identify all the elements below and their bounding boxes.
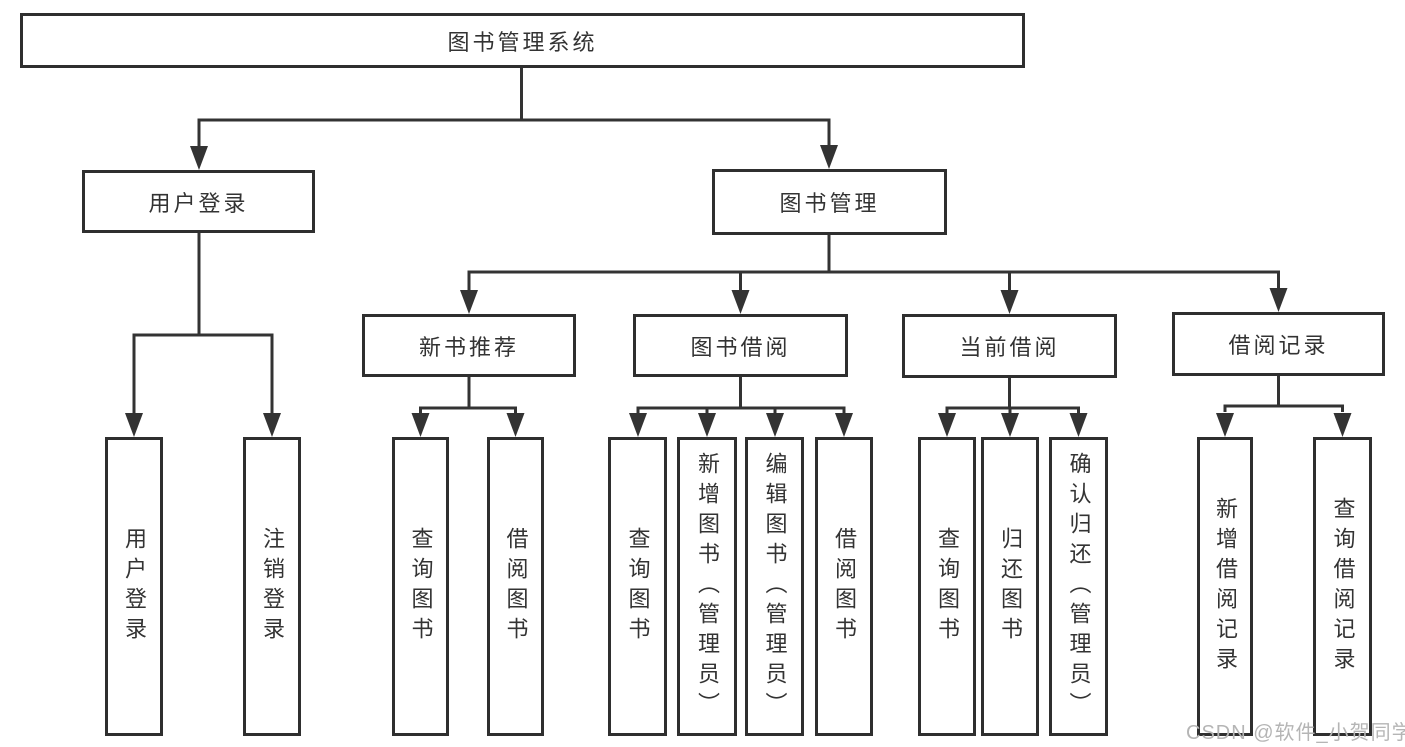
leaf-add-borrow-record: 新增借阅记录 [1197,437,1253,736]
node-label: 查询图书 [625,526,651,647]
node-book-management-system: 图书管理系统 [20,13,1025,68]
leaf-query-books-recommend: 查询图书 [392,437,449,736]
node-label: 编辑图书（管理员） [762,451,788,722]
arrow-borrow-records [1269,288,1288,312]
node-new-book-recommend: 新书推荐 [362,314,576,377]
connector-root-branch [197,118,831,147]
arrow-user-login [190,146,208,170]
node-label: 图书管理系统 [447,29,598,55]
connector-current-branch [945,406,1080,413]
node-label: 确认归还（管理员） [1066,451,1092,722]
arrow-leaf-br-query [1333,413,1352,437]
arrow-leaf-bb-query [629,413,647,437]
arrow-leaf-cb-confirm [1069,413,1088,437]
leaf-query-borrow-record: 查询借阅记录 [1313,437,1372,736]
node-label: 借阅图书 [832,526,857,647]
leaf-edit-books-admin: 编辑图书（管理员） [745,437,804,736]
node-label: 归还图书 [998,526,1023,647]
leaf-borrow-books-recommend: 借阅图书 [487,437,544,736]
leaf-return-books: 归还图书 [981,437,1039,736]
node-label: 查询图书 [408,526,434,647]
arrow-book-mgmt [820,145,838,169]
node-label: 新增图书（管理员） [695,451,720,722]
connector-borrowing-branch [636,406,846,413]
node-label: 注销登录 [260,526,285,647]
node-label: 图书借阅 [690,334,791,360]
leaf-confirm-return-admin: 确认归还（管理员） [1049,437,1108,736]
leaf-logout: 注销登录 [243,437,301,736]
arrow-leaf-cb-query [938,413,956,437]
node-label: 查询图书 [935,526,960,647]
node-book-borrowing: 图书借阅 [633,314,848,377]
node-current-borrowing: 当前借阅 [902,314,1117,378]
connector-user-login-branch [132,333,274,413]
arrow-leaf-cb-return [1001,413,1019,437]
leaf-query-books-borrowing: 查询图书 [608,437,667,736]
arrow-leaf-logout [263,413,281,437]
arrow-book-borrowing [731,290,750,314]
node-label: 借阅记录 [1228,333,1329,358]
arrow-leaf-bb-edit [766,413,784,437]
node-label: 图书管理 [779,191,880,216]
arrow-current-borrowing [1000,290,1019,314]
arrow-leaf-br-add [1216,413,1234,437]
node-label: 用户登录 [122,526,147,647]
node-label: 当前借阅 [959,335,1060,360]
arrow-leaf-nb-query [411,413,430,437]
connector-records-branch [1223,404,1344,412]
leaf-borrow-books-borrowing: 借阅图书 [815,437,873,736]
arrow-leaf-user-login [125,413,143,437]
arrow-leaf-bb-add [698,413,716,437]
node-borrowing-records: 借阅记录 [1172,312,1385,376]
connector-paths [132,68,1344,413]
arrow-leaf-bb-borrow [835,413,853,437]
arrowheads [125,145,1352,437]
node-label: 借阅图书 [503,526,529,647]
node-label: 用户登录 [148,190,249,216]
node-label: 查询借阅记录 [1330,496,1356,677]
csdn-watermark: CSDN @软件_小贺同学 [1186,722,1405,744]
node-user-login-group: 用户登录 [82,170,315,233]
connector-new-book-branch [419,406,517,413]
arrow-leaf-nb-borrow [506,413,525,437]
node-book-management: 图书管理 [712,169,947,235]
leaf-user-login: 用户登录 [105,437,163,736]
node-label: 新增借阅记录 [1213,496,1238,677]
leaf-add-books-admin: 新增图书（管理员） [677,437,737,736]
connector-book-mgmt-branch [467,270,1280,290]
arrow-new-book [460,290,478,314]
node-label: 新书推荐 [418,334,519,360]
leaf-query-books-current: 查询图书 [918,437,976,736]
